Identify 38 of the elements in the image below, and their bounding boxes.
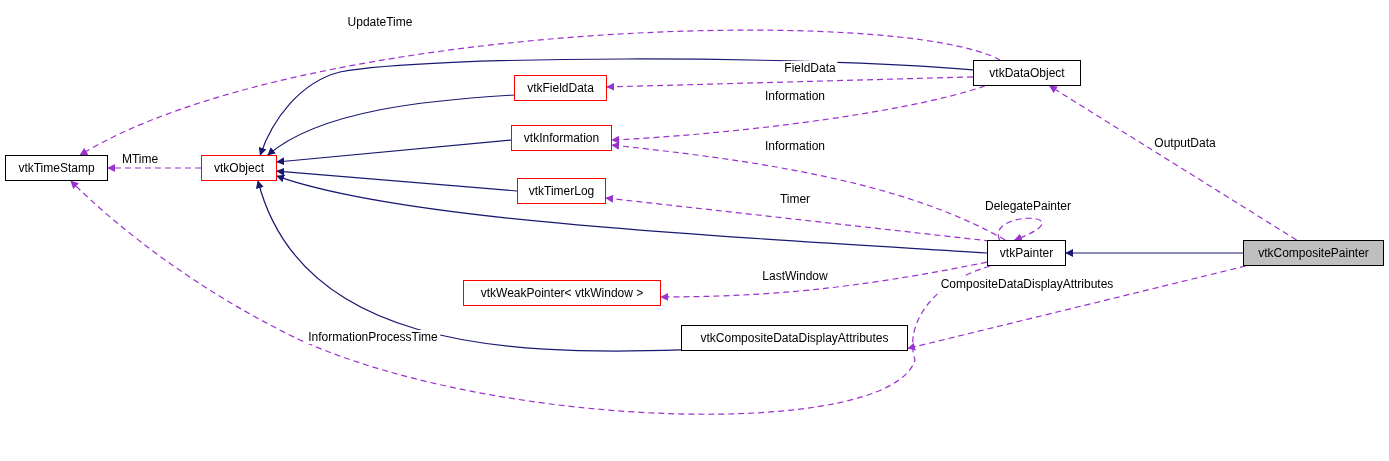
arrow — [256, 180, 682, 352]
class-box: vtkPainter — [987, 240, 1066, 266]
arrow — [276, 174, 988, 254]
edge-label: CompositeDataDisplayAttributes — [938, 277, 1116, 291]
edge-label: UpdateTime — [345, 15, 415, 29]
edge-label: OutputData — [1152, 136, 1218, 150]
edge-label: Timer — [777, 192, 813, 206]
class-box: vtkFieldData — [514, 75, 607, 101]
edge-label: Information — [763, 139, 827, 153]
arrow — [611, 85, 986, 144]
edge-label: DelegatePainter — [982, 199, 1074, 213]
edge-label: MTime — [119, 152, 161, 166]
class-box: vtkDataObject — [973, 60, 1081, 86]
arrow — [660, 261, 988, 301]
arrow — [259, 58, 974, 156]
arrow — [1049, 85, 1298, 241]
arrow — [79, 29, 1001, 156]
arrow — [611, 141, 1006, 241]
edge-label: Information — [763, 89, 827, 103]
arrow — [276, 167, 518, 192]
class-box: vtkCompositePainter — [1243, 240, 1384, 266]
arrow — [70, 180, 991, 415]
arrow — [276, 139, 512, 166]
arrow — [997, 217, 1043, 241]
class-box: vtkTimerLog — [517, 178, 606, 204]
arrow — [907, 265, 1247, 351]
class-box: vtkWeakPointer< vtkWindow > — [463, 280, 661, 306]
arrow — [267, 94, 515, 156]
arrow — [107, 164, 202, 172]
edge-label: LastWindow — [760, 269, 830, 283]
class-box: vtkTimeStamp — [5, 155, 108, 181]
edge-label: FieldData — [782, 61, 838, 75]
arrow — [1065, 249, 1244, 257]
class-box: vtkCompositeDataDisplayAttributes — [681, 325, 908, 351]
class-box: vtkInformation — [511, 125, 612, 151]
edge-label: InformationProcessTime — [306, 330, 440, 344]
arrow — [606, 76, 974, 91]
class-box: vtkObject — [201, 155, 277, 181]
